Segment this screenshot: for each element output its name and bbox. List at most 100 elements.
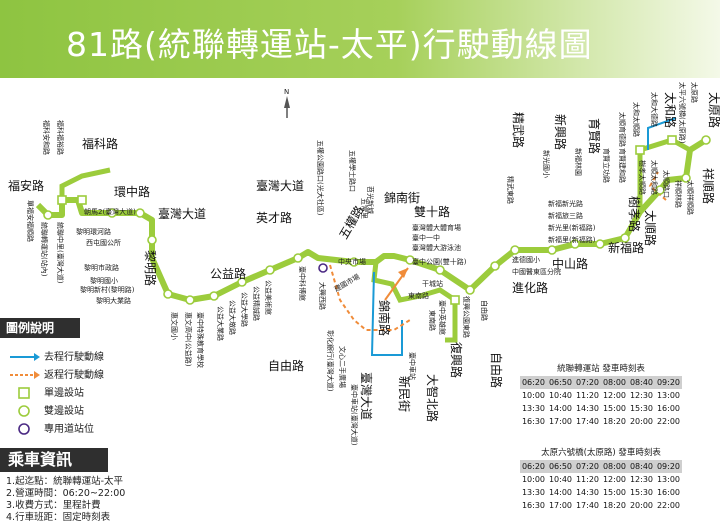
station-marker[interactable] (465, 285, 475, 295)
station-label: 大興西路 (318, 282, 327, 310)
info-lines: 1.起迄點：統聯轉運站-太平 2.營運時間：06:20~22:00 3.收費方式… (6, 476, 125, 524)
timetable-cell: 17:00 (548, 417, 573, 426)
station-marker[interactable] (701, 135, 711, 145)
timetable-cell: 13:30 (521, 404, 546, 413)
road-label: 進化路 (512, 280, 548, 295)
station-marker[interactable] (107, 208, 117, 218)
station-label: 五權學士路口 (348, 150, 357, 192)
timetable-cell: 10:00 (521, 391, 546, 400)
square-station-icon (18, 387, 30, 399)
legend-exclusive: 專用道站位 (10, 420, 94, 435)
station-label: 臺中車站(臺灣大道) (350, 384, 359, 446)
timetable-cell: 22:00 (656, 501, 681, 510)
station-marker[interactable] (681, 173, 691, 183)
timetable-cell: 08:00 (601, 376, 628, 389)
return-arrow-icon (10, 371, 40, 379)
info-line: 2.營運時間：06:20~22:00 (6, 488, 126, 499)
station-marker[interactable] (620, 233, 630, 243)
timetable-cell: 12:30 (629, 391, 654, 400)
station-label: 朝馬2(臺灣大道) (84, 207, 136, 216)
station-marker[interactable] (547, 245, 557, 255)
road-label: 福安路 (8, 178, 44, 193)
station-markers (43, 135, 711, 305)
single-side-station[interactable] (450, 295, 460, 305)
road-label: 祥順路 (701, 168, 716, 204)
timetable-cell: 13:30 (521, 488, 546, 497)
single-side-station[interactable] (77, 195, 87, 205)
timetable-cell: 13:00 (656, 391, 681, 400)
station-marker[interactable] (655, 185, 665, 195)
timetable-cell: 11:20 (575, 391, 600, 400)
legend-label: 去程行駛動線 (44, 352, 104, 363)
station-marker[interactable] (293, 253, 303, 263)
road-label: 錦南街 (384, 190, 420, 205)
road-label: 中山路 (552, 256, 588, 271)
station-marker[interactable] (209, 291, 219, 301)
route-line-south-loop (371, 261, 458, 343)
station-marker[interactable] (135, 208, 145, 218)
station-label: 太原路 (690, 82, 699, 103)
timetable-cell: 14:00 (548, 488, 573, 497)
road-label: 臺灣大道 (256, 178, 304, 193)
station-marker[interactable] (43, 210, 53, 220)
road-label: 自由路 (268, 358, 304, 373)
station-label: 太和太順路 (632, 102, 641, 137)
legend-single-side: 單邊設站 (10, 384, 84, 399)
road-label: 樹孝路 (627, 196, 642, 232)
single-side-station[interactable] (667, 135, 677, 145)
timetable-cell: 06:20 (520, 376, 547, 389)
station-label: 太平六號橋(太原路) (678, 82, 687, 144)
purple-circle-icon (18, 423, 30, 435)
station-marker[interactable] (237, 277, 247, 287)
station-label: 樹孝太順路 (638, 160, 647, 195)
single-side-station[interactable] (57, 195, 67, 205)
station-marker[interactable] (147, 235, 157, 245)
road-label: 福科路 (82, 136, 118, 151)
station-label: 臺中一中 (412, 233, 440, 242)
legend-header: 圖例說明 (0, 318, 80, 338)
station-label: 太和大德路 (650, 92, 659, 127)
road-label: 太順路 (643, 210, 658, 246)
station-label: 苕光新城 (366, 186, 375, 214)
station-label: 新福旅三路 (548, 211, 583, 220)
station-marker[interactable] (490, 261, 500, 271)
station-marker[interactable] (510, 245, 520, 255)
station-marker[interactable] (435, 265, 445, 275)
station-marker[interactable] (405, 255, 415, 265)
legend-outbound: 去程行駛動線 (10, 348, 104, 363)
station-label: 中國醫東區分院 (512, 267, 561, 276)
road-label: 精武路 (511, 112, 526, 148)
station-marker[interactable] (349, 257, 359, 267)
outbound-line (370, 271, 403, 356)
station-label: 新光國小 (542, 150, 551, 178)
station-marker[interactable] (185, 295, 195, 305)
station-label: 建國市場 (333, 272, 362, 294)
timetable-cell: 08:40 (628, 460, 655, 473)
timetable-cell: 16:00 (656, 404, 681, 413)
route-line-east-loop (637, 137, 692, 212)
station-label: 惠文國小 (170, 312, 179, 340)
outbound-arrow-icon (10, 353, 40, 361)
timetable-cell: 17:40 (575, 417, 600, 426)
station-marker[interactable] (570, 239, 580, 249)
timetable-cell: 12:00 (602, 475, 627, 484)
single-side-station[interactable] (635, 145, 645, 155)
station-label: 公益大墩路 (228, 300, 237, 335)
road-label: 錦南路 (377, 300, 392, 336)
timetable-cell: 06:20 (520, 460, 547, 473)
exclusive-lane-station[interactable] (318, 263, 328, 273)
road-label: 黎明路 (143, 250, 158, 286)
station-marker[interactable] (265, 265, 275, 275)
timetable-cell: 17:40 (575, 501, 600, 510)
station-label: 臺灣體大游泳池 (412, 243, 461, 252)
station-label: 精武東路 (506, 176, 515, 204)
station-marker[interactable] (163, 289, 173, 299)
station-marker[interactable] (595, 239, 605, 249)
road-label: 自由路 (489, 352, 504, 388)
legend-return: 返程行駛動線 (10, 366, 104, 381)
station-label: 太順太和路 (650, 160, 659, 195)
road-label: 公益路 (210, 266, 246, 281)
road-label: 太和路 (663, 92, 678, 128)
return-line (329, 264, 411, 331)
timetable-cell: 14:00 (548, 404, 573, 413)
